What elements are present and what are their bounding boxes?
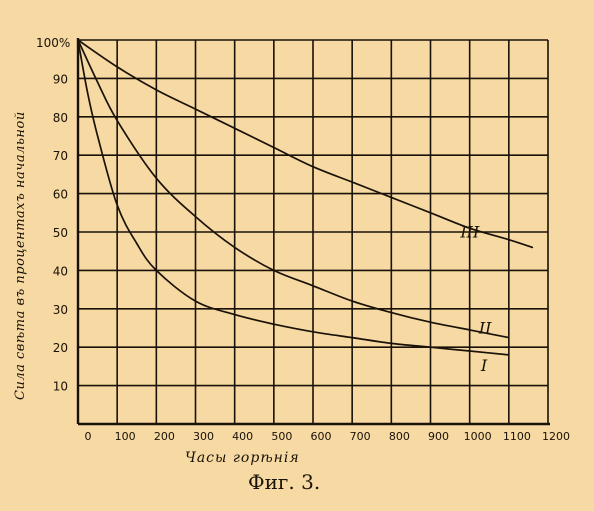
y-tick-label: 20 — [53, 341, 68, 355]
x-tick-label: 1000 — [464, 430, 492, 443]
x-tick-label: 500 — [271, 430, 292, 443]
y-tick-label: 10 — [53, 380, 68, 394]
figure-caption: Фиг. 3. — [248, 470, 320, 494]
x-tick-label: 900 — [428, 430, 449, 443]
axes — [76, 38, 550, 426]
series-line-III — [77, 39, 534, 249]
x-tick-labels: 0 100 200 300 400 500 600 700 800 900 1000 1100 1200 — [85, 430, 571, 443]
y-tick-label: 90 — [53, 72, 68, 86]
x-axis-title: Часы горѣнія — [185, 450, 300, 466]
series-label-III: III — [459, 222, 480, 241]
x-tick-label: 800 — [389, 430, 410, 443]
x-tick-label: 100 — [115, 430, 136, 443]
series-label-I: I — [480, 356, 488, 375]
y-tick-label: 40 — [53, 264, 68, 278]
x-tick-label: 600 — [311, 430, 332, 443]
series-label-II: II — [478, 319, 492, 338]
y-tick-label: 60 — [53, 188, 68, 202]
series-lines — [77, 39, 534, 356]
x-tick-label: 1100 — [503, 430, 531, 443]
y-tick-label: 50 — [53, 226, 68, 240]
series-line-I — [77, 39, 510, 356]
series-line-II — [77, 39, 510, 339]
y-top-label: 100% — [36, 36, 70, 50]
y-tick-label: 70 — [53, 149, 68, 163]
x-tick-label: 0 — [85, 430, 92, 443]
horizontal-gridlines — [78, 39, 548, 387]
y-tick-label: 30 — [53, 303, 68, 317]
y-axis-title: Сила свѣта въ процентахъ начальной — [13, 111, 28, 400]
x-tick-label: 400 — [232, 430, 253, 443]
x-tick-label: 200 — [154, 430, 175, 443]
x-tick-label: 300 — [193, 430, 214, 443]
x-tick-label: 1200 — [542, 430, 570, 443]
y-tick-label: 80 — [53, 111, 68, 125]
x-tick-label: 700 — [350, 430, 371, 443]
y-tick-labels: 10 20 30 40 50 60 70 80 90 — [53, 72, 68, 393]
